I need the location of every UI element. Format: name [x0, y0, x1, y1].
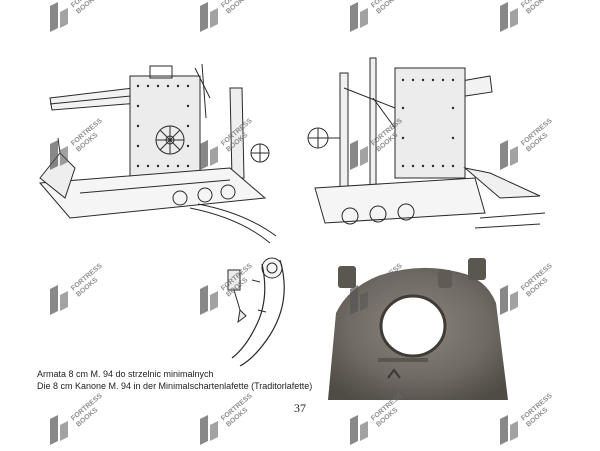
watermark-logo-icon: [50, 415, 68, 445]
book-page: Armata 8 cm M. 94 do strzelnic minimalny…: [30, 0, 570, 445]
watermark-logo-icon: [50, 140, 68, 170]
gun-carriage-rear-drawing: [300, 48, 550, 248]
watermark-logo-icon: [200, 2, 218, 32]
watermark-logo-icon: [500, 285, 518, 315]
watermark-logo-icon: [50, 2, 68, 32]
watermark-logo-icon: [200, 285, 218, 315]
watermark-logo-icon: [500, 2, 518, 32]
watermark-logo-icon: [350, 140, 368, 170]
watermark-logo-icon: [200, 415, 218, 445]
figure-caption: Armata 8 cm M. 94 do strzelnic minimalny…: [37, 368, 337, 392]
caption-german: Die 8 cm Kanone M. 94 in der Minimalscha…: [37, 381, 313, 391]
watermark-logo-icon: [200, 140, 218, 170]
mechanism-detail-drawing: [200, 250, 295, 368]
caption-polish: Armata 8 cm M. 94 do strzelnic minimalny…: [37, 369, 214, 379]
watermark-logo-icon: [50, 285, 68, 315]
page-number: 37: [294, 401, 306, 415]
watermark-logo-icon: [500, 140, 518, 170]
watermark-logo-icon: [500, 415, 518, 445]
metal-part-photo: [318, 258, 518, 400]
watermark-logo-icon: [350, 285, 368, 315]
gun-carriage-side-drawing: [30, 58, 280, 248]
watermark-logo-icon: [350, 2, 368, 32]
watermark-logo-icon: [350, 415, 368, 445]
